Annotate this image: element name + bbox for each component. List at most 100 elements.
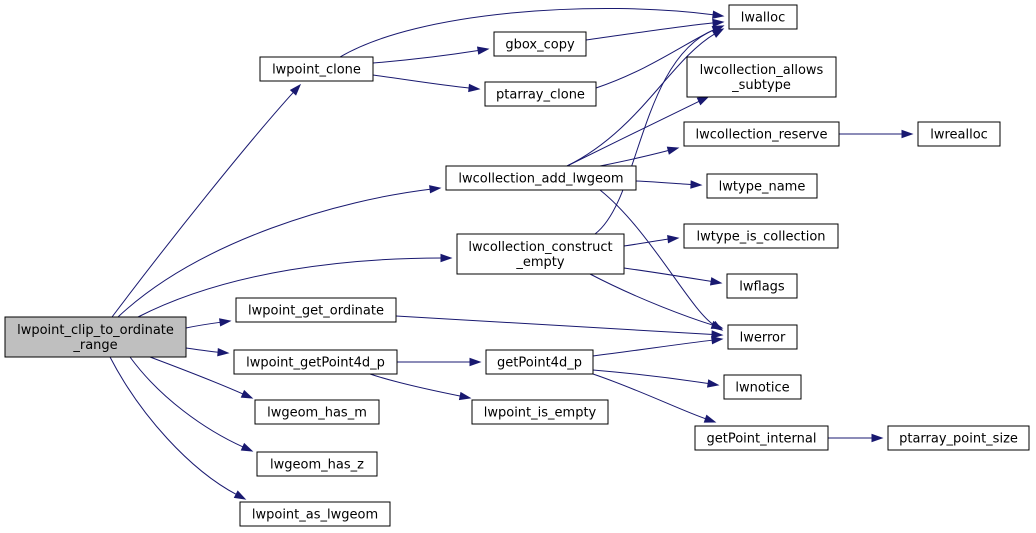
edge-lwpoint_clone-to-lwalloc <box>339 8 725 58</box>
arrowhead <box>219 318 232 327</box>
edge-line <box>599 189 715 326</box>
node-lwpoint-get-ordinate[interactable]: lwpoint_get_ordinate <box>235 297 397 323</box>
arrowhead <box>712 10 725 19</box>
edge-lwcollection_construct_empty-to-lwtype_is_collection <box>623 234 680 247</box>
node-label: lwnotice <box>735 381 789 396</box>
edge-line <box>129 356 244 448</box>
node-label: _subtype <box>731 78 791 93</box>
node-ptarray-point-size[interactable]: ptarray_point_size <box>887 425 1030 451</box>
node-label: lwtype_is_collection <box>696 230 825 245</box>
node-label: lwpoint_clone <box>272 63 361 78</box>
edge-root-to-lwpoint_get_ordinate <box>185 318 232 329</box>
node-box <box>887 425 1030 451</box>
edge-line <box>185 347 220 353</box>
node-label: lwpoint_is_empty <box>484 406 597 421</box>
node-box <box>686 56 837 98</box>
edge-lwcollection_add_lwgeom-to-lwtype_name <box>635 180 703 189</box>
node-label: getPoint4d_p <box>497 356 582 371</box>
node-box <box>728 4 798 30</box>
edge-root-to-lwgeom_has_z <box>129 356 254 452</box>
node-box <box>694 425 829 451</box>
node-lwpoint-as-lwgeom[interactable]: lwpoint_as_lwgeom <box>239 501 391 527</box>
edge-line <box>585 22 715 41</box>
node-box <box>4 316 187 358</box>
node-label: lwgeom_has_z <box>270 458 364 473</box>
node-lwcollection-reserve[interactable]: lwcollection_reserve <box>683 121 840 147</box>
edge-line <box>372 49 480 64</box>
node-lwgeom-has-m[interactable]: lwgeom_has_m <box>254 399 380 425</box>
node-getPoint4d-p[interactable]: getPoint4d_p <box>485 349 594 375</box>
arrowhead <box>458 391 472 401</box>
node-box <box>917 121 1001 147</box>
node-label: lwpoint_getPoint4d_p <box>246 356 385 371</box>
node-lwnotice[interactable]: lwnotice <box>723 374 802 400</box>
arrowhead <box>469 357 482 367</box>
node-label: ptarray_clone <box>496 88 585 103</box>
node-lwgeom-has-z[interactable]: lwgeom_has_z <box>256 451 378 477</box>
edge-line <box>117 188 432 318</box>
node-lwalloc[interactable]: lwalloc <box>728 4 798 30</box>
node-box <box>727 324 798 350</box>
arrowhead <box>711 336 724 345</box>
edge-line <box>589 273 714 326</box>
node-label: gbox_copy <box>505 38 575 53</box>
arrowhead <box>429 185 442 194</box>
edge-getPoint4d_p-to-lwnotice <box>592 369 720 388</box>
edge-getPoint4d_p-to-lwerror <box>592 336 724 357</box>
node-label: _empty <box>515 255 565 270</box>
node-box <box>485 349 594 375</box>
node-getPoint-internal[interactable]: getPoint_internal <box>694 425 829 451</box>
node-gbox-copy[interactable]: gbox_copy <box>493 31 587 57</box>
edge-getPoint_internal-to-ptarray_point_size <box>827 433 884 443</box>
node-box <box>456 233 625 275</box>
node-lwpoint-getPoint4d-p[interactable]: lwpoint_getPoint4d_p <box>233 349 398 375</box>
node-label: getPoint_internal <box>706 432 816 447</box>
arrowhead <box>476 46 490 55</box>
node-box <box>726 273 798 299</box>
node-lwcollection-construct-empty[interactable]: lwcollection_construct_empty <box>456 233 625 275</box>
node-box <box>235 297 397 323</box>
node-label: _range <box>72 338 117 353</box>
edge-line <box>592 339 714 357</box>
arrowhead <box>440 253 453 263</box>
node-box <box>256 451 378 477</box>
edge-line <box>149 356 244 395</box>
node-lwtype-is-collection[interactable]: lwtype_is_collection <box>683 223 839 249</box>
edge-line <box>566 33 716 167</box>
node-box <box>259 56 374 82</box>
edge-line <box>592 373 707 420</box>
edge-line <box>109 356 238 496</box>
edge-line <box>594 28 715 235</box>
node-box <box>445 165 637 191</box>
node-ptarray-clone[interactable]: ptarray_clone <box>484 81 597 107</box>
arrowhead <box>468 83 481 93</box>
arrowhead <box>709 277 723 286</box>
node-lwcollection-allows-subtype[interactable]: lwcollection_allows_subtype <box>686 56 837 98</box>
node-lwflags[interactable]: lwflags <box>726 273 798 299</box>
node-lwpoint-is-empty[interactable]: lwpoint_is_empty <box>471 399 609 425</box>
arrowhead <box>706 379 720 388</box>
edge-line <box>623 238 670 247</box>
edge-lwcollection_construct_empty-to-lwalloc <box>594 25 725 235</box>
node-lwcollection-add-lwgeom[interactable]: lwcollection_add_lwgeom <box>445 165 637 191</box>
arrowhead <box>871 433 884 443</box>
node-label: lwtype_name <box>719 180 806 195</box>
node-lwtype-name[interactable]: lwtype_name <box>706 173 818 199</box>
arrowhead <box>711 25 725 34</box>
edge-lwpoint_getPoint4d_p-to-getPoint4d_p <box>396 357 482 367</box>
node-lwerror[interactable]: lwerror <box>727 324 798 350</box>
edge-line <box>339 8 715 58</box>
node-lwpoint-clone[interactable]: lwpoint_clone <box>259 56 374 82</box>
edge-lwcollection_construct_empty-to-lwerror <box>589 273 724 329</box>
node-label: lwcollection_reserve <box>696 128 828 143</box>
edge-line <box>592 369 710 385</box>
node-box <box>493 31 587 57</box>
arrowhead <box>703 414 717 423</box>
arrowhead <box>217 348 230 357</box>
node-label: lwpoint_as_lwgeom <box>252 508 378 523</box>
edge-lwpoint_clone-to-gbox_copy <box>372 46 490 64</box>
node-lwrealloc[interactable]: lwrealloc <box>917 121 1001 147</box>
arrowhead <box>233 490 247 500</box>
node-box <box>683 121 840 147</box>
